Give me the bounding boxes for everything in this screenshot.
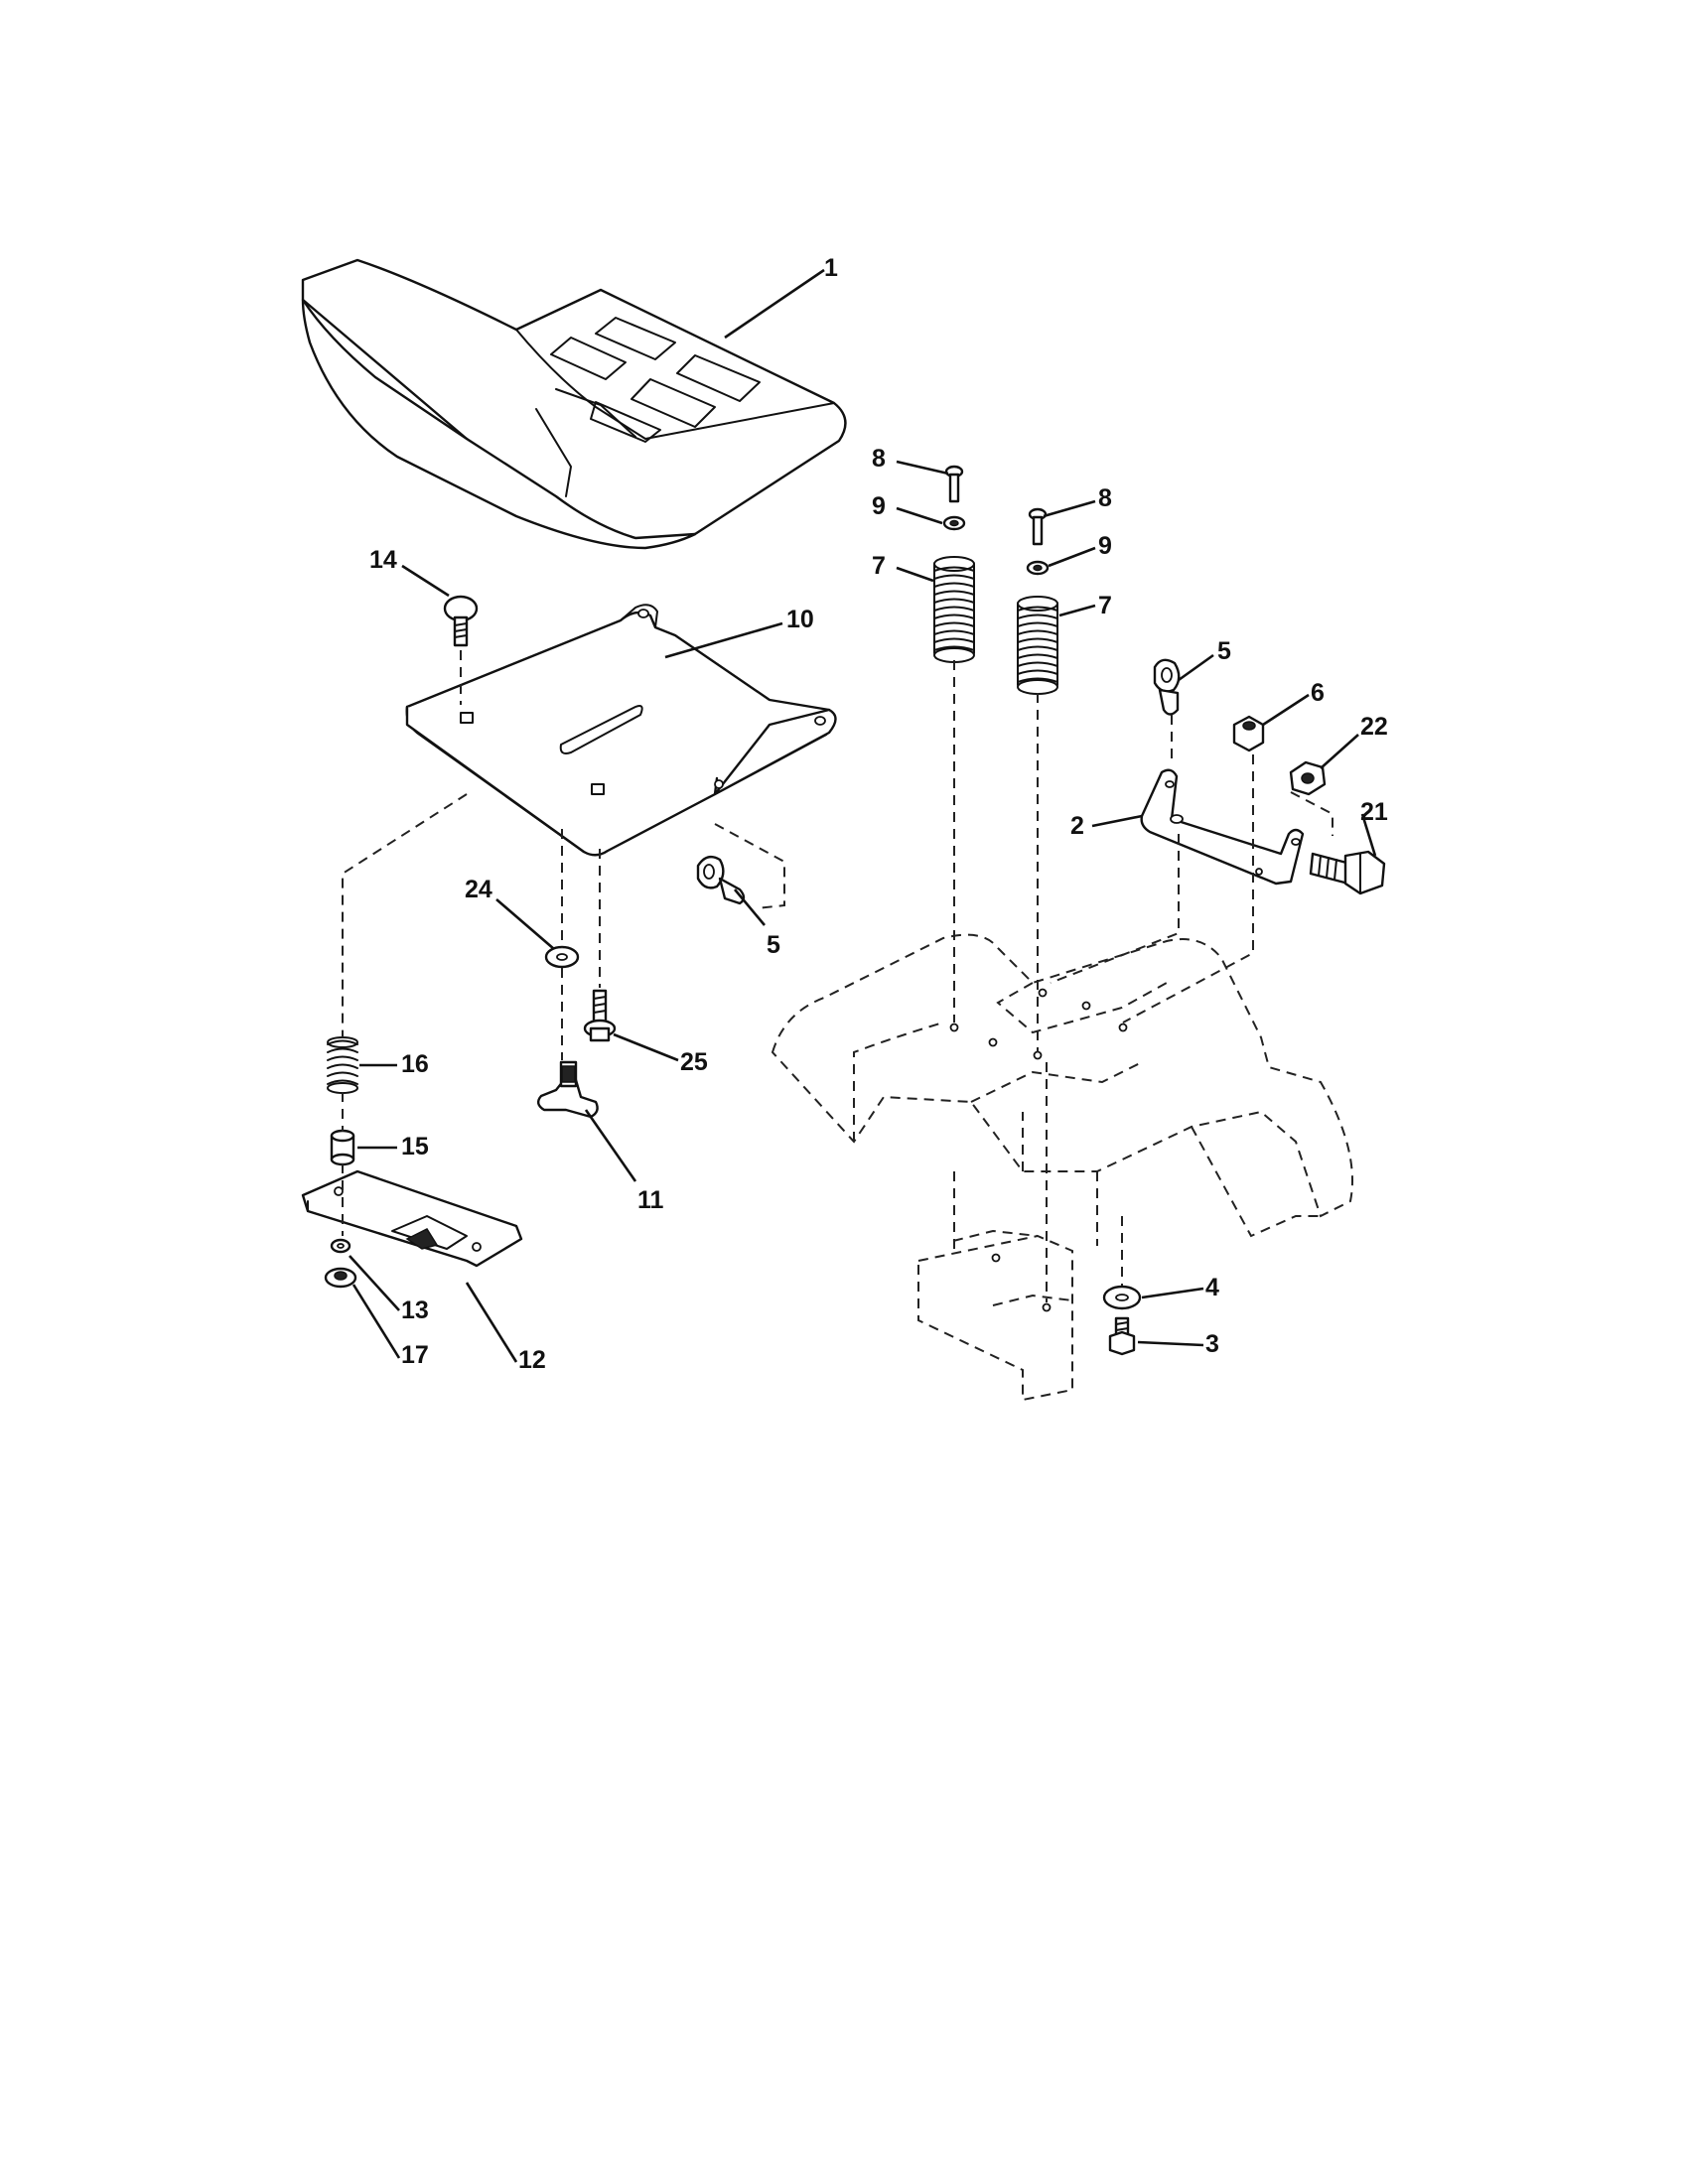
locknut-17 <box>324 1267 357 1289</box>
nut-22 <box>1289 760 1327 796</box>
seat <box>301 258 847 550</box>
leader-lines <box>349 268 1377 1363</box>
shoulder-bolt-8-left <box>944 465 964 503</box>
callout-6: 6 <box>1311 679 1325 707</box>
bushing-right <box>1153 658 1181 716</box>
callout-21: 21 <box>1360 798 1388 826</box>
callout-2: 2 <box>1070 812 1084 840</box>
washer-9-left <box>942 515 966 531</box>
washer-9-right <box>1026 560 1050 576</box>
callouts: 1 10 14 24 5 25 11 16 15 12 13 17 8 9 7 … <box>369 254 1388 1374</box>
spring-7-right <box>1017 596 1058 695</box>
callout-25: 25 <box>680 1048 708 1076</box>
callout-11: 11 <box>637 1186 664 1214</box>
callout-1: 1 <box>824 254 838 282</box>
shoulder-bolt-25 <box>583 989 617 1042</box>
callout-4: 4 <box>1205 1274 1219 1301</box>
callout-17: 17 <box>401 1341 429 1369</box>
bolt-21 <box>1309 850 1386 895</box>
washer-24 <box>544 945 580 969</box>
callout-13: 13 <box>401 1297 429 1324</box>
callout-7-left: 7 <box>872 552 886 580</box>
callout-8-left: 8 <box>872 445 886 473</box>
callout-9-left: 9 <box>872 492 886 520</box>
callout-22: 22 <box>1360 713 1388 741</box>
seat-pan <box>405 604 837 857</box>
callout-14: 14 <box>369 546 397 574</box>
callout-12: 12 <box>518 1346 546 1374</box>
knob <box>536 1060 599 1119</box>
bracket <box>1140 768 1305 886</box>
assembly-lines-left <box>342 650 785 1236</box>
callout-9-right: 9 <box>1098 532 1112 560</box>
spring-16 <box>327 1036 358 1094</box>
callout-15: 15 <box>401 1133 429 1160</box>
nut-6 <box>1232 715 1265 752</box>
washer-4 <box>1102 1285 1142 1310</box>
frame-outline <box>771 933 1353 1402</box>
callout-5-right: 5 <box>1217 637 1231 665</box>
shoulder-bolt-8-right <box>1028 507 1048 546</box>
callout-24: 24 <box>465 876 492 903</box>
callout-16: 16 <box>401 1050 429 1078</box>
adjust-plate <box>301 1169 523 1268</box>
washer-13 <box>330 1238 351 1254</box>
callout-5-left: 5 <box>767 931 780 959</box>
callout-7-right: 7 <box>1098 592 1112 619</box>
callout-10: 10 <box>786 606 814 633</box>
bushing-left <box>696 855 746 905</box>
spacer-15 <box>330 1129 355 1166</box>
assembly-lines-right <box>953 660 1333 1302</box>
carriage-bolt <box>443 595 479 647</box>
bolt-3 <box>1108 1316 1136 1356</box>
callout-8-right: 8 <box>1098 484 1112 512</box>
callout-3: 3 <box>1205 1330 1219 1358</box>
frame-holes <box>949 988 1128 1312</box>
spring-7-left <box>933 556 975 663</box>
